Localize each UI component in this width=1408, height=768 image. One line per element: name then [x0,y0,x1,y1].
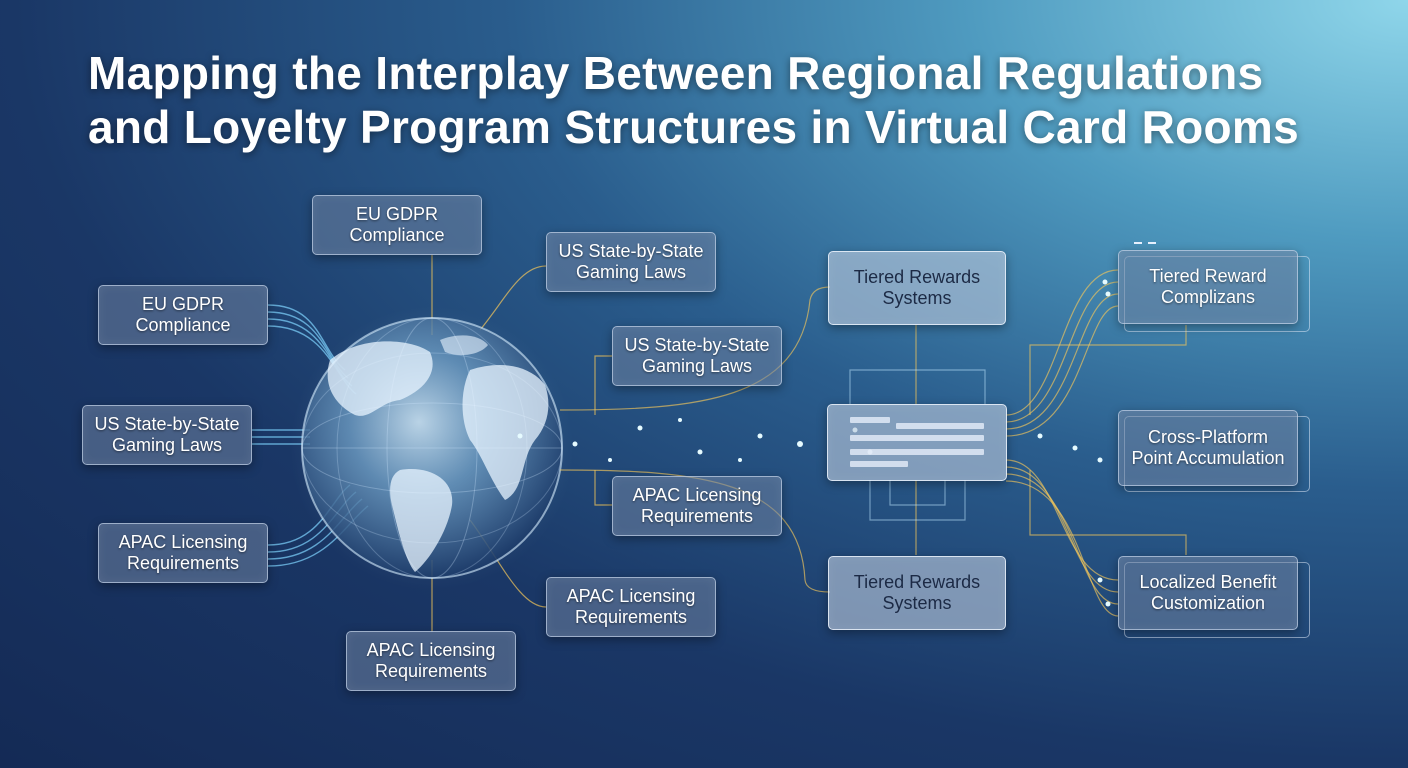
reg-box-apac-left: APAC Licensing Requirements [98,523,268,583]
outcome-beams [1006,435,1118,461]
tick-mark [1148,242,1156,244]
central-hub-panel [827,404,1007,481]
hub-panel-line [850,417,890,423]
tiered-rewards-box-top: Tiered Rewards Systems [828,251,1006,325]
reg-box-apac-right-2: APAC Licensing Requirements [546,577,716,637]
reg-box-us-state-left: US State-by-State Gaming Laws [82,405,252,465]
data-beams [470,419,830,461]
page-title: Mapping the Interplay Between Regional R… [88,47,1300,153]
reg-box-eu-gdpr-left: EU GDPR Compliance [98,285,268,345]
outcome-connectors [1005,269,1187,617]
reg-box-apac-right-1: APAC Licensing Requirements [612,476,782,536]
reg-box-eu-gdpr-top: EU GDPR Compliance [312,195,482,255]
tick-mark [1134,242,1142,244]
hub-panel-line [896,423,984,429]
hub-panel-line [850,435,984,441]
hub-grid-lines [849,369,986,521]
hub-panel-line [850,461,908,467]
hub-panel-line [850,449,984,455]
hub-connectors [559,286,917,593]
outcome-box-cross-platform: Cross-Platform Point Accumulation [1118,410,1298,486]
outcome-box-localized-benefit: Localized Benefit Customization [1118,556,1298,630]
beam-glow-dots [517,418,803,462]
globe [290,306,574,590]
reg-box-us-state-right-2: US State-by-State Gaming Laws [612,326,782,386]
reg-box-us-state-right-1: US State-by-State Gaming Laws [546,232,716,292]
reg-box-apac-bottom: APAC Licensing Requirements [346,631,516,691]
outcome-box-tiered-reward: Tiered Reward Complizans [1118,250,1298,324]
tiered-rewards-box-bottom: Tiered Rewards Systems [828,556,1006,630]
